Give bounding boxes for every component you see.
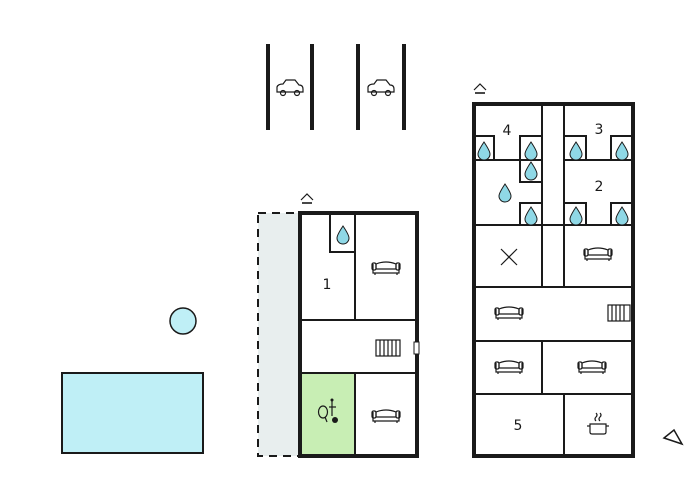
building-right: 4 3 2 5: [472, 102, 635, 458]
room-number-label: 3: [595, 122, 604, 138]
stairs-icon: [607, 304, 631, 322]
sofa-icon: [577, 360, 607, 374]
parking-area: [266, 44, 406, 130]
water-drop-icon: [524, 141, 538, 161]
water-drop-icon: [498, 183, 512, 203]
cooking-pot-icon: [587, 412, 609, 435]
room-number-label: 4: [503, 123, 512, 139]
water-drop-icon: [524, 206, 538, 226]
sofa-icon: [583, 247, 613, 261]
room-number-label: 1: [323, 277, 332, 293]
water-drop-icon: [569, 141, 583, 161]
room-number-label: 5: [514, 418, 523, 434]
car-icon: [367, 79, 395, 97]
north-arrow-icon: [662, 428, 684, 446]
water-drop-icon: [615, 206, 629, 226]
sofa-icon: [494, 360, 524, 374]
stairs-icon: [375, 339, 401, 357]
sofa-icon: [371, 409, 401, 423]
water-drop-icon: [615, 141, 629, 161]
water-drop-icon: [569, 206, 583, 226]
table-tennis-icon: [317, 398, 338, 423]
water-drop-icon: [336, 225, 350, 245]
water-drop-icon: [524, 161, 538, 181]
room-number-label: 2: [595, 179, 604, 195]
swimming-pool: [61, 372, 204, 454]
sofa-icon: [371, 261, 401, 275]
car-icon: [276, 79, 304, 97]
terrace: [257, 212, 301, 457]
whirlpool: [169, 307, 197, 335]
house-entrance-icon: [300, 193, 314, 204]
water-drop-icon: [477, 141, 491, 161]
building-middle: 1: [298, 211, 420, 458]
sofa-icon: [494, 306, 524, 320]
cross-icon: [500, 248, 518, 266]
house-entrance-icon: [473, 83, 487, 94]
